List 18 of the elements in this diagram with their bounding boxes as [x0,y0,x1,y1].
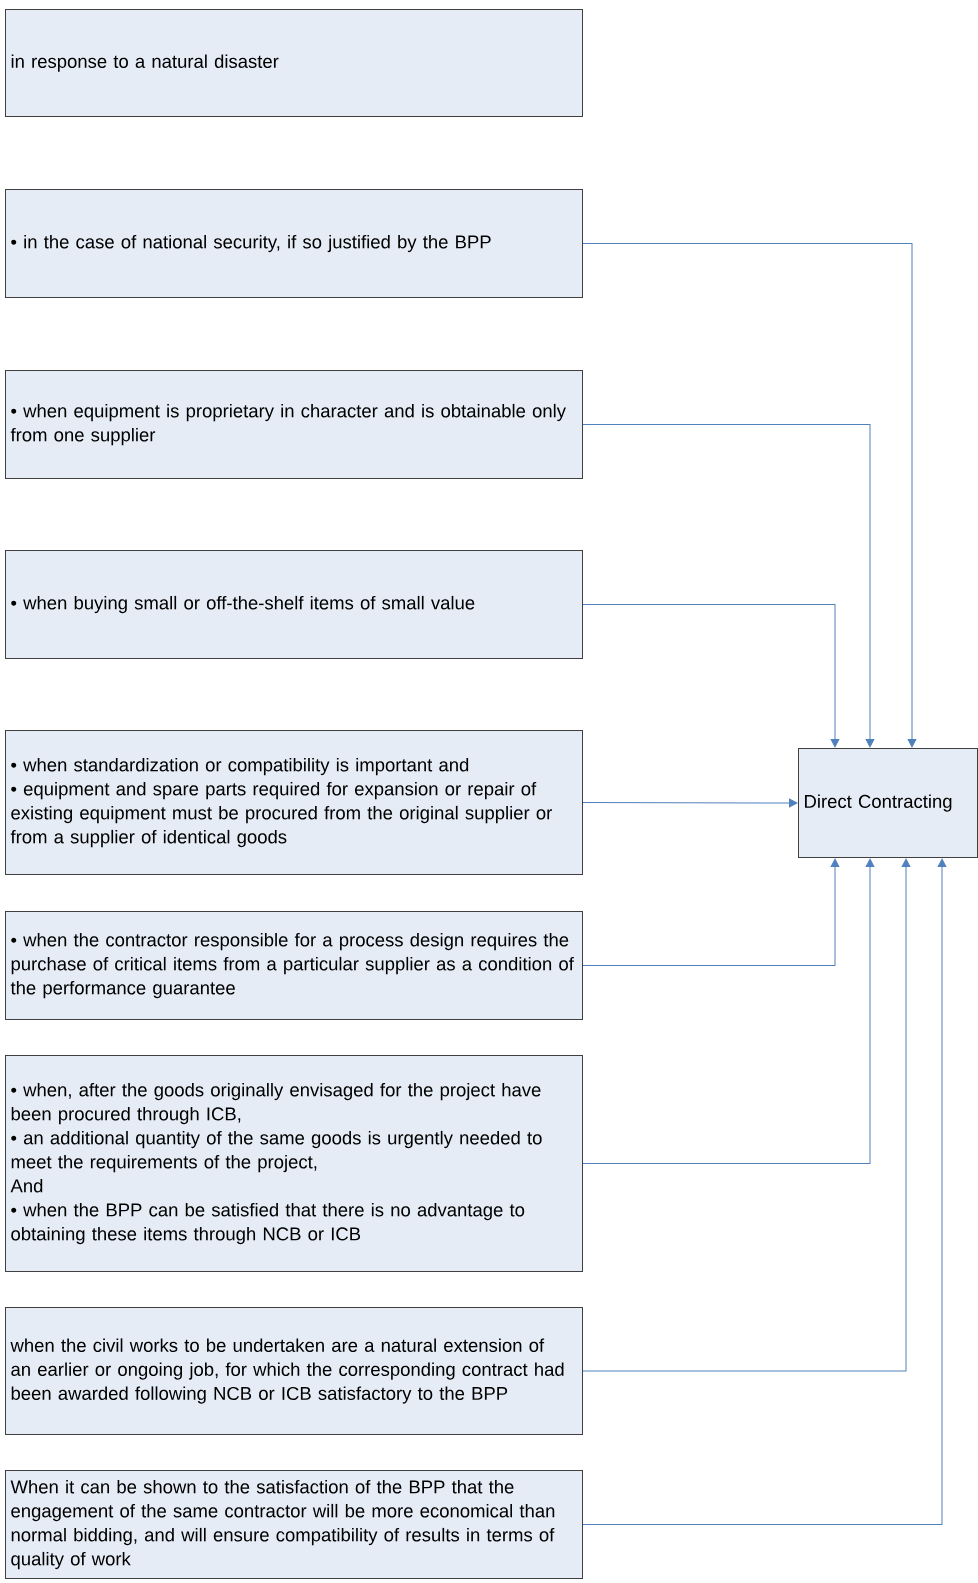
condition-box: • when standardization or compatibility is important and • equipment and spare parts required for expansion or repair of existing equipment must be procured from the original supplier or from a supplier of identical goods [5,730,583,875]
arrow [582,604,840,748]
condition-box: in response to a natural disaster [5,9,583,117]
condition-box: When it can be shown to the satisfaction of the BPP that the engagement of the same contractor will be more economical than normal bidding, and will ensure compatibility of results in terms of quality of work [5,1470,583,1579]
arrow [582,858,840,966]
arrow [582,858,875,1164]
arrow [582,243,917,748]
condition-box: • when, after the goods originally envisaged for the project have been procured through ICB, • an additional quantity of the same goods is urgently needed to meet the requirements of the project, And • when the BPP can be satisfied that there is no advantage to obtaining these items through NCB or ICB [5,1055,583,1272]
condition-box: when the civil works to be undertaken are a natural extension of an earlier or ongoing job, for which the corresponding contract had been awarded following NCB or ICB satisfactory to the BPP [5,1307,583,1435]
arrow [582,858,911,1372]
label-box: Direct Contracting [798,748,978,858]
condition-box: • in the case of national security, if so justified by the BPP [5,189,583,298]
condition-box: • when buying small or off-the-shelf items of small value [5,550,583,659]
condition-box: • when the contractor responsible for a process design requires the purchase of critical items from a particular supplier as a condition of the performance guarantee [5,911,583,1020]
arrow [582,798,798,808]
condition-box: • when equipment is proprietary in character and is obtainable only from one supplier [5,370,583,479]
arrow [582,424,875,748]
arrow [582,858,947,1525]
